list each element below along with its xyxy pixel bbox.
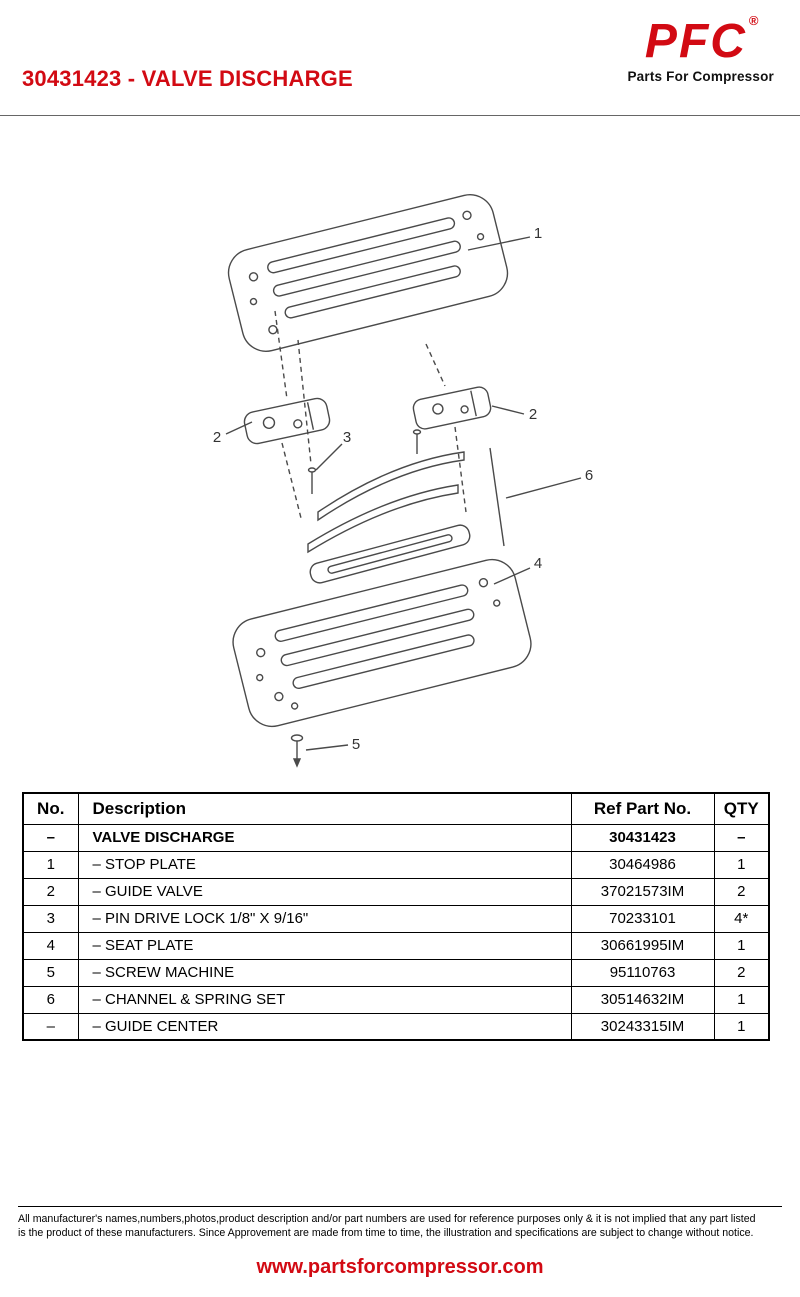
- cell-no: 2: [22, 877, 79, 906]
- cell-no: 3: [22, 904, 79, 933]
- website-link[interactable]: www.partsforcompressor.com: [256, 1256, 544, 1278]
- cell-ref: 70233101: [570, 904, 715, 933]
- callout-5: 5: [352, 736, 360, 753]
- cell-no: –: [22, 1012, 79, 1041]
- pin-drawings: [307, 429, 422, 494]
- screw-drawing: [290, 734, 304, 768]
- cell-qty: –: [713, 823, 770, 852]
- stop-plate-drawing: [227, 194, 509, 352]
- guide-center-drawing: [309, 524, 471, 584]
- cell-description: VALVE DISCHARGE: [77, 823, 572, 852]
- guide-valve-left-drawing: [243, 397, 331, 445]
- callout-2-left: 2: [213, 429, 221, 446]
- disclaimer-line-1: All manufacturer's names,numbers,photos,…: [18, 1213, 756, 1225]
- header-ref-part-no: Ref Part No.: [570, 792, 715, 825]
- cell-ref: 30243315IM: [570, 1012, 715, 1041]
- table-row: 6 – CHANNEL & SPRING SET 30514632IM 1: [22, 985, 770, 1014]
- cell-no: 5: [22, 958, 79, 987]
- logo-tagline: Parts For Compressor: [627, 69, 774, 84]
- parts-table: No. Description Ref Part No. QTY – VALVE…: [22, 792, 770, 1041]
- table-row: 3 – PIN DRIVE LOCK 1/8" X 9/16" 70233101…: [22, 904, 770, 933]
- exploded-view-svg: 1 2 2 3 4 5 6: [213, 194, 593, 768]
- cell-qty: 1: [713, 985, 770, 1014]
- cell-description: – PIN DRIVE LOCK 1/8" X 9/16": [77, 904, 572, 933]
- cell-qty: 1: [713, 850, 770, 879]
- channel-spring-drawing: [307, 447, 505, 554]
- table-header-row: No. Description Ref Part No. QTY: [22, 792, 770, 825]
- callout-1: 1: [534, 225, 542, 242]
- pfc-logo-text: PFC: [644, 15, 747, 68]
- footer-disclaimer: All manufacturer's names,numbers,photos,…: [18, 1206, 782, 1240]
- table-row: 1 – STOP PLATE 30464986 1: [22, 850, 770, 879]
- table-row: – VALVE DISCHARGE 30431423 –: [22, 823, 770, 852]
- projection-lines: [274, 310, 467, 519]
- seat-plate-drawing: [232, 558, 532, 728]
- cell-no: –: [22, 823, 79, 852]
- cell-ref: 37021573IM: [570, 877, 715, 906]
- cell-description: – GUIDE CENTER: [77, 1012, 572, 1041]
- cell-description: – SEAT PLATE: [77, 931, 572, 960]
- callout-3: 3: [343, 429, 351, 446]
- table-row: – – GUIDE CENTER 30243315IM 1: [22, 1012, 770, 1041]
- disclaimer-line-2: is the product of these manufacturers. S…: [18, 1227, 754, 1239]
- header-no: No.: [22, 792, 79, 825]
- cell-description: – GUIDE VALVE: [77, 877, 572, 906]
- callout-labels: 1 2 2 3 4 5 6: [213, 225, 593, 753]
- cell-ref: 30431423: [570, 823, 715, 852]
- cell-qty: 2: [713, 877, 770, 906]
- cell-ref: 30661995IM: [570, 931, 715, 960]
- pfc-logo-wordmark: PFC®: [627, 14, 774, 68]
- cell-description: – SCREW MACHINE: [77, 958, 572, 987]
- cell-qty: 2: [713, 958, 770, 987]
- cell-qty: 1: [713, 931, 770, 960]
- callout-2-right: 2: [529, 406, 537, 423]
- cell-no: 4: [22, 931, 79, 960]
- cell-description: – CHANNEL & SPRING SET: [77, 985, 572, 1014]
- header-description: Description: [77, 792, 572, 825]
- cell-ref: 30464986: [570, 850, 715, 879]
- cell-description: – STOP PLATE: [77, 850, 572, 879]
- header: 30431423 - VALVE DISCHARGE PFC® Parts Fo…: [0, 0, 800, 116]
- cell-ref: 30514632IM: [570, 985, 715, 1014]
- registered-trademark-icon: ®: [748, 13, 759, 28]
- table-row: 4 – SEAT PLATE 30661995IM 1: [22, 931, 770, 960]
- guide-valve-right-drawing: [412, 386, 492, 430]
- table-row: 5 – SCREW MACHINE 95110763 2: [22, 958, 770, 987]
- table-row: 2 – GUIDE VALVE 37021573IM 2: [22, 877, 770, 906]
- website-link-container: www.partsforcompressor.com: [0, 1256, 800, 1279]
- cell-qty: 1: [713, 1012, 770, 1041]
- cell-no: 1: [22, 850, 79, 879]
- page-title: 30431423 - VALVE DISCHARGE: [22, 66, 353, 91]
- callout-4: 4: [534, 555, 542, 572]
- exploded-diagram: 1 2 2 3 4 5 6: [0, 116, 800, 776]
- callout-6: 6: [585, 467, 593, 484]
- cell-qty: 4*: [713, 904, 770, 933]
- leader-lines: [225, 236, 582, 751]
- header-qty: QTY: [713, 792, 770, 825]
- pfc-logo: PFC® Parts For Compressor: [627, 14, 774, 84]
- cell-no: 6: [22, 985, 79, 1014]
- cell-ref: 95110763: [570, 958, 715, 987]
